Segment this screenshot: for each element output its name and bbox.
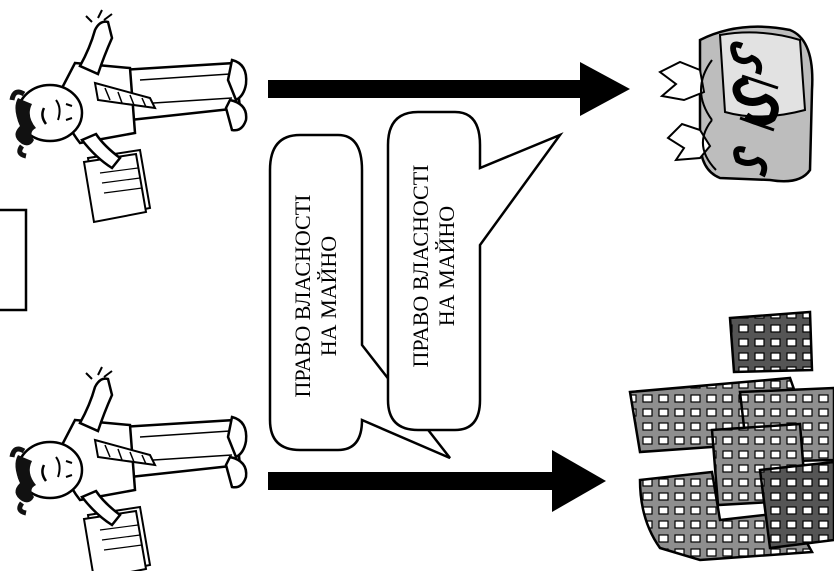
- money-bags-icon: [658, 25, 814, 183]
- buildings-icon: [628, 310, 834, 562]
- bubble-2-line2: НА МАЙНО: [434, 205, 459, 327]
- bubble-2-line1: ПРАВО ВЛАСНОСТІ: [408, 164, 433, 368]
- left-box: [0, 208, 28, 312]
- speech-bubble-2: [386, 110, 564, 432]
- arrow-top: [268, 62, 630, 116]
- arrow-bottom: [268, 450, 606, 512]
- bubble-1-line2: НА МАЙНО: [316, 235, 341, 357]
- speech-bubble-1: [268, 133, 451, 460]
- businessman-icon-top: [12, 10, 246, 222]
- bubble-2-text: ПРАВО ВЛАСНОСТІ НА МАЙНО: [408, 131, 460, 401]
- businessman-icon-bottom: [12, 367, 246, 571]
- bubble-1-text: ПРАВО ВЛАСНОСТІ НА МАЙНО: [290, 161, 342, 431]
- bubble-1-line1: ПРАВО ВЛАСНОСТІ: [290, 194, 315, 398]
